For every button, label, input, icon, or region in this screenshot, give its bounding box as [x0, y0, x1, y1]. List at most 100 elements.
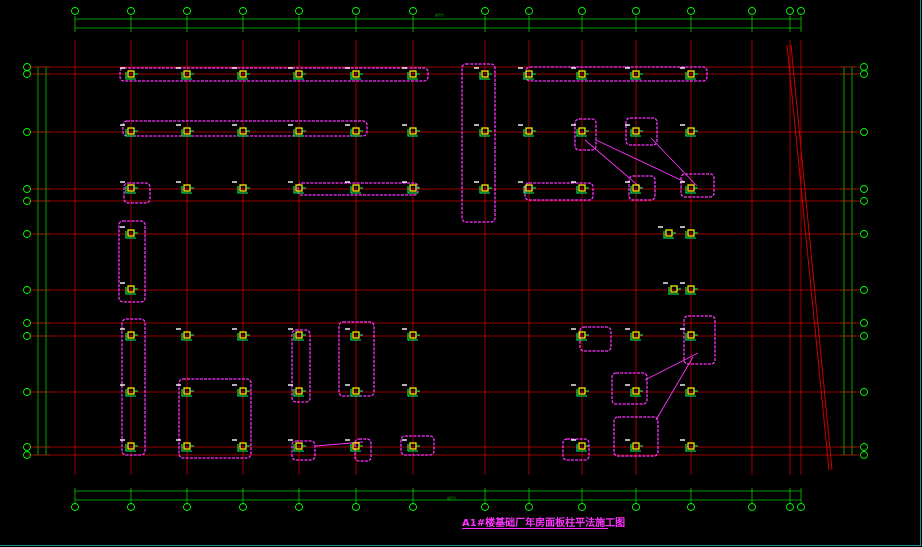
axis-bubble-left: [23, 286, 31, 294]
revision-cloud: [291, 329, 311, 403]
column-rebar: [407, 72, 418, 80]
column-rebar: [125, 287, 136, 295]
title-underline: [462, 528, 608, 529]
axis-bubble-bottom: [352, 503, 360, 511]
revision-cloud: [524, 182, 594, 201]
column-rebar: [523, 72, 534, 80]
axis-bubble-bottom: [748, 503, 756, 511]
axis-bubble-right: [860, 286, 868, 294]
column-rebar: [350, 333, 361, 341]
axis-bubble-left: [23, 70, 31, 78]
column-rebar: [237, 186, 248, 194]
column: [625, 439, 643, 452]
column: [680, 439, 698, 452]
sloped-edge-line-1: [786, 44, 830, 471]
column: [571, 328, 589, 341]
column: [176, 328, 194, 341]
axis-bubble-bottom: [525, 503, 533, 511]
column-rebar: [293, 186, 304, 194]
column: [176, 181, 194, 194]
column-rebar: [125, 186, 136, 194]
column-rebar: [181, 333, 192, 341]
column-rebar: [630, 72, 641, 80]
column: [625, 328, 643, 341]
column-rebar: [237, 129, 248, 137]
axis-bubble-left: [23, 185, 31, 193]
cloud-connector: [655, 356, 694, 421]
axis-bubble-bottom: [183, 503, 191, 511]
axis-bubble-top: [295, 7, 303, 15]
column: [680, 384, 698, 397]
column: [288, 67, 306, 80]
revision-cloud: [625, 117, 658, 146]
column: [176, 384, 194, 397]
column: [345, 328, 363, 341]
column-rebar: [685, 231, 696, 239]
column-rebar: [350, 444, 361, 452]
column-rebar: [630, 129, 641, 137]
column: [625, 124, 643, 137]
axis-bubble-bottom: [127, 503, 135, 511]
axis-bubbles: [23, 7, 868, 511]
column: [176, 439, 194, 452]
column-rebar: [237, 333, 248, 341]
revision-cloud: [121, 318, 146, 456]
column-rebar: [685, 389, 696, 397]
axis-bubble-right: [860, 70, 868, 78]
column: [571, 67, 589, 80]
column-markers: [120, 67, 698, 452]
revision-cloud: [461, 63, 496, 223]
axis-bubble-right: [860, 388, 868, 396]
cloud-connector: [644, 352, 699, 381]
column-rebar: [685, 72, 696, 80]
axis-bubble-bottom: [481, 503, 489, 511]
drawing-title: A1#楼基础厂年房面板柱平法施工图: [462, 518, 626, 529]
axis-bubble-left: [23, 197, 31, 205]
column-section: [665, 229, 673, 237]
column: [288, 328, 306, 341]
revision-cloud: [118, 220, 146, 303]
axis-bubble-right: [860, 451, 868, 459]
axis-bubble-right: [860, 332, 868, 340]
axis-bubble-right: [860, 128, 868, 136]
column-rebar: [576, 72, 587, 80]
axis-bubble-bottom: [409, 503, 417, 511]
column-rebar: [181, 186, 192, 194]
column-rebar: [576, 389, 587, 397]
axis-bubble-top: [797, 7, 805, 15]
column-rebar: [181, 389, 192, 397]
revision-cloud: [297, 182, 419, 196]
column-rebar: [668, 287, 679, 295]
column-rebar: [630, 186, 641, 194]
column: [120, 181, 138, 194]
axis-bubble-top: [239, 7, 247, 15]
column-rebar: [181, 444, 192, 452]
revision-cloud: [122, 120, 368, 137]
column: [288, 124, 306, 137]
revision-cloud: [119, 67, 429, 82]
column-rebar: [350, 389, 361, 397]
column-rebar: [479, 186, 490, 194]
column-rebar: [293, 389, 304, 397]
column: [232, 67, 250, 80]
column: [345, 67, 363, 80]
column: [120, 67, 138, 80]
column-rebar: [523, 129, 534, 137]
sloped-edge-line: [786, 44, 833, 471]
column: [176, 67, 194, 80]
column: [232, 384, 250, 397]
revision-cloud: [123, 182, 151, 204]
column: [120, 124, 138, 137]
column-rebar: [523, 186, 534, 194]
column: [232, 181, 250, 194]
column-rebar: [125, 129, 136, 137]
revision-cloud: [680, 173, 715, 198]
column-rebar: [685, 333, 696, 341]
axis-bubble-top: [748, 7, 756, 15]
axis-bubble-right: [860, 63, 868, 71]
revision-cloud: [683, 315, 716, 365]
column: [474, 181, 492, 194]
column-rebar: [293, 333, 304, 341]
column-rebar: [125, 389, 136, 397]
